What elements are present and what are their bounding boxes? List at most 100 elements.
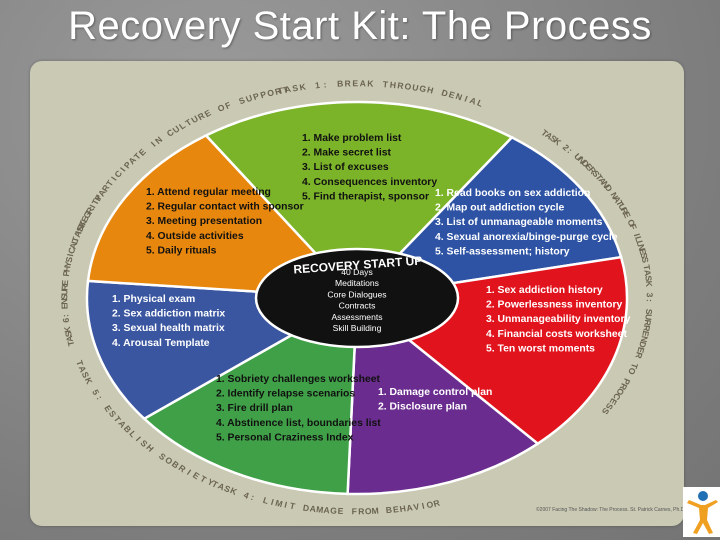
svg-text::: : bbox=[250, 492, 258, 503]
svg-text:T: T bbox=[539, 128, 551, 140]
svg-text:T: T bbox=[77, 218, 89, 228]
svg-text:I: I bbox=[185, 467, 194, 477]
svg-text:P: P bbox=[259, 88, 269, 100]
svg-text:T: T bbox=[183, 116, 194, 128]
svg-text:N: N bbox=[638, 335, 649, 345]
task-6-item-3: 3. Sexual health matrix bbox=[112, 323, 225, 334]
svg-text:N: N bbox=[75, 222, 87, 233]
svg-text:S: S bbox=[64, 254, 75, 263]
svg-text:A: A bbox=[284, 83, 294, 95]
svg-text:I: I bbox=[632, 232, 643, 239]
svg-text:T: T bbox=[277, 85, 286, 96]
task-6-item-4: 4. Arousal Template bbox=[112, 338, 210, 349]
svg-text:R: R bbox=[59, 283, 69, 291]
svg-text:B: B bbox=[385, 504, 394, 515]
task-1-item-3: 3. List of excuses bbox=[302, 162, 389, 173]
svg-text:Y: Y bbox=[206, 476, 217, 488]
svg-text:S: S bbox=[644, 308, 654, 316]
svg-text:I: I bbox=[118, 164, 128, 173]
svg-text:R: R bbox=[397, 80, 406, 91]
svg-text:A: A bbox=[611, 194, 623, 206]
svg-text:S: S bbox=[223, 483, 234, 495]
svg-text:E: E bbox=[102, 403, 114, 414]
svg-text:P: P bbox=[620, 377, 632, 388]
svg-text:T: T bbox=[641, 264, 652, 272]
svg-text:E: E bbox=[79, 213, 91, 224]
svg-text:U: U bbox=[244, 92, 255, 104]
svg-text:L: L bbox=[635, 239, 646, 248]
task-5-item-3: 3. Fire drill plan bbox=[216, 403, 293, 414]
svg-text:O: O bbox=[404, 81, 414, 92]
svg-text:4: 4 bbox=[242, 490, 252, 502]
task-6-item-2: 2. Sex addiction matrix bbox=[112, 309, 225, 320]
svg-text:G: G bbox=[418, 83, 428, 95]
task-7-item-5: 5. Daily rituals bbox=[146, 245, 217, 256]
center-hub-item-3: Core Dialogues bbox=[327, 289, 386, 299]
svg-text:S: S bbox=[599, 406, 611, 418]
task-1-item-4: 4. Consequences inventory bbox=[302, 177, 437, 188]
svg-text:N: N bbox=[59, 297, 69, 305]
svg-text:K: K bbox=[83, 376, 95, 387]
svg-text:L: L bbox=[475, 97, 485, 109]
svg-text:O: O bbox=[625, 218, 637, 229]
svg-text:T: T bbox=[594, 172, 606, 183]
svg-text:A: A bbox=[96, 186, 109, 198]
svg-text:D: D bbox=[440, 87, 450, 99]
svg-text:A: A bbox=[77, 364, 89, 375]
svg-text:E: E bbox=[448, 89, 458, 101]
svg-text:S: S bbox=[80, 370, 92, 380]
svg-text:T: T bbox=[65, 338, 76, 347]
center-hub-item-5: Assessments bbox=[331, 312, 382, 322]
svg-text:I: I bbox=[73, 228, 84, 235]
svg-text:S: S bbox=[643, 275, 654, 283]
svg-text:6: 6 bbox=[60, 316, 71, 323]
svg-text:E: E bbox=[392, 504, 401, 515]
svg-text:D: D bbox=[603, 183, 616, 195]
svg-text:A: A bbox=[360, 78, 368, 88]
svg-text:N: N bbox=[600, 179, 613, 191]
task-3-item-4: 4. Financial costs worksheet bbox=[486, 329, 627, 340]
task-2-item-3: 3. List of unmanageable moments bbox=[435, 217, 603, 228]
svg-text:K: K bbox=[62, 324, 73, 333]
task-6-item-1: 1. Physical exam bbox=[112, 294, 195, 305]
svg-text:O: O bbox=[425, 499, 436, 511]
svg-text:P: P bbox=[252, 90, 262, 102]
svg-text:M: M bbox=[371, 505, 380, 516]
svg-text:K: K bbox=[299, 81, 309, 92]
task-7-item-3: 3. Meeting presentation bbox=[146, 216, 262, 227]
svg-text:P: P bbox=[61, 268, 72, 276]
svg-text:H: H bbox=[426, 84, 436, 96]
task-1-item-2: 2. Make secret list bbox=[302, 148, 391, 159]
svg-text:R: R bbox=[274, 85, 284, 97]
svg-text:E: E bbox=[191, 470, 203, 482]
svg-text:H: H bbox=[399, 503, 408, 514]
svg-text:T: T bbox=[74, 359, 86, 369]
task-3-item-3: 3. Unmanageability inventory bbox=[486, 314, 631, 325]
svg-text:K: K bbox=[77, 217, 89, 228]
svg-text:I: I bbox=[283, 500, 289, 511]
person-figure-icon bbox=[683, 487, 720, 537]
task-3-item-5: 5. Ten worst moments bbox=[486, 343, 595, 354]
svg-text:A: A bbox=[468, 95, 479, 107]
task-2-item-1: 1. Read books on sex addiction bbox=[435, 188, 590, 199]
svg-text:R: R bbox=[619, 206, 631, 217]
svg-text:2: 2 bbox=[561, 142, 573, 154]
svg-text:3: 3 bbox=[645, 293, 655, 299]
svg-text:T: T bbox=[210, 479, 221, 491]
task-7-item-1: 1. Attend regular meeting bbox=[146, 187, 271, 198]
svg-text:T: T bbox=[628, 362, 640, 372]
center-hub bbox=[254, 247, 460, 349]
svg-text:R: R bbox=[633, 351, 645, 361]
task-2-item-2: 2. Map out addiction cycle bbox=[435, 203, 565, 214]
svg-text:R: R bbox=[358, 506, 366, 516]
svg-text:E: E bbox=[583, 162, 595, 174]
svg-text::: : bbox=[645, 299, 655, 304]
task-4-item-2: 2. Disclosure plan bbox=[378, 402, 467, 413]
svg-text:O: O bbox=[365, 506, 374, 516]
svg-text:S: S bbox=[107, 409, 119, 421]
svg-text:E: E bbox=[637, 248, 648, 257]
svg-text:A: A bbox=[216, 481, 228, 493]
